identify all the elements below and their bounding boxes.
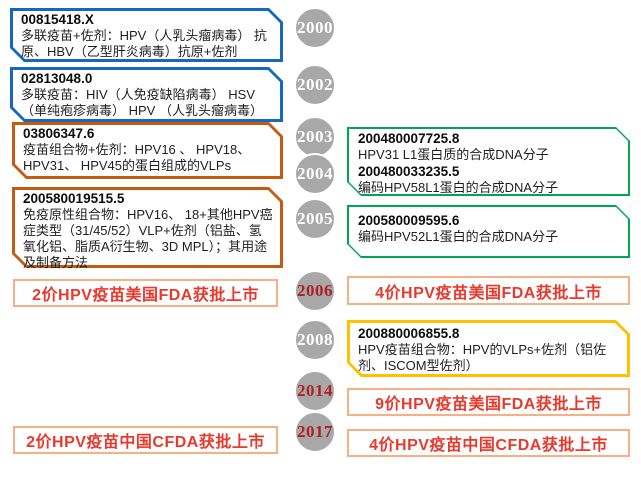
patent-description: 编码HPV58L1蛋白的合成DNA分子 bbox=[358, 180, 559, 195]
patent-number: 200480033235.5 bbox=[358, 164, 460, 179]
milestone-label: 2价HPV疫苗美国FDA获批上市 bbox=[32, 287, 259, 304]
patent-description: HPV疫苗组合物：HPV的VLPs+佐剂（铝佐剂、ISCOM型佐剂） bbox=[358, 342, 607, 373]
year-circle-2000: 2000 bbox=[294, 7, 336, 49]
milestone-2017-cfda-2valent: 2价HPV疫苗中国CFDA获批上市 bbox=[13, 426, 278, 454]
patent-box-fill bbox=[349, 207, 628, 256]
patent-number: 200580009595.6 bbox=[358, 213, 460, 228]
patent-description: 免疫原性组合物：HPV16、 18+其他HPV癌症类型（31/45/52）VLP… bbox=[23, 207, 273, 270]
patent-box-fill bbox=[13, 70, 280, 119]
patent-number: 00815418.X bbox=[21, 12, 94, 27]
patent-box-2003-left: 03806347.6 疫苗组合物+佐剂：HPV16 、 HPV18、HPV31、… bbox=[12, 122, 283, 179]
patent-box-fill bbox=[349, 129, 628, 194]
year-label: 2008 bbox=[297, 330, 333, 349]
patent-number: 200480007725.8 bbox=[358, 131, 460, 146]
patent-description: 多联疫苗：HIV（人免疫缺陷病毒） HSV（单纯疱疹病毒） HPV （人乳头瘤病… bbox=[21, 87, 263, 118]
milestone-2014-fda-9valent: 9价HPV疫苗美国FDA获批上市 bbox=[347, 388, 630, 416]
year-circle-2006: 2006 bbox=[294, 270, 336, 312]
patent-box-2005-left: 200580019515.5 免疫原性组合物：HPV16、 18+其他HPV癌症… bbox=[12, 187, 283, 270]
year-label: 2006 bbox=[297, 281, 333, 300]
year-label: 2004 bbox=[297, 164, 333, 183]
milestone-2017-cfda-4valent: 4价HPV疫苗中国CFDA获批上市 bbox=[347, 429, 630, 457]
patent-description: HPV31 L1蛋白质的合成DNA分子 bbox=[358, 147, 549, 162]
patent-box-2005-right: 200580009595.6 编码HPV52L1蛋白的合成DNA分子 bbox=[347, 205, 630, 258]
milestone-label: 4价HPV疫苗中国CFDA获批上市 bbox=[369, 437, 608, 454]
year-label: 2005 bbox=[297, 209, 333, 228]
year-label: 2017 bbox=[297, 422, 333, 441]
year-label: 2003 bbox=[297, 127, 333, 146]
patent-box-fill bbox=[15, 190, 280, 265]
year-label: 2014 bbox=[297, 381, 333, 400]
year-circle-2003: 2003 bbox=[294, 116, 336, 158]
patent-description: 编码HPV52L1蛋白的合成DNA分子 bbox=[358, 229, 559, 244]
patent-number: 200880006855.8 bbox=[358, 326, 460, 341]
year-label: 2002 bbox=[297, 75, 333, 94]
patent-box-2002-left: 02813048.0 多联疫苗：HIV（人免疫缺陷病毒） HSV（单纯疱疹病毒）… bbox=[10, 67, 283, 122]
milestone-2006-fda-2valent: 2价HPV疫苗美国FDA获批上市 bbox=[13, 279, 278, 307]
milestone-label: 2价HPV疫苗中国CFDA获批上市 bbox=[26, 434, 265, 451]
milestone-2006-fda-4valent: 4价HPV疫苗美国FDA获批上市 bbox=[347, 276, 630, 305]
patent-number: 200580019515.5 bbox=[23, 191, 125, 206]
patent-box-2000-left: 00815418.X 多联疫苗+佐剂：HPV（人乳头瘤病毒） 抗原、HBV（乙型… bbox=[10, 8, 283, 62]
year-circle-2002: 2002 bbox=[294, 64, 336, 106]
patent-box-fill bbox=[350, 323, 627, 374]
patent-description: 多联疫苗+佐剂：HPV（人乳头瘤病毒） 抗原、HBV（乙型肝炎病毒）抗原+佐剂 bbox=[21, 28, 267, 59]
patent-box-fill bbox=[15, 125, 280, 176]
year-circle-2014: 2014 bbox=[294, 370, 336, 412]
patent-number: 02813048.0 bbox=[21, 71, 93, 86]
year-label: 2000 bbox=[297, 18, 333, 37]
year-circle-2008: 2008 bbox=[294, 319, 336, 361]
patent-box-2004-right: 200480007725.8 HPV31 L1蛋白质的合成DNA分子 20048… bbox=[347, 127, 630, 196]
milestone-label: 4价HPV疫苗美国FDA获批上市 bbox=[375, 284, 602, 302]
patent-number: 03806347.6 bbox=[23, 126, 95, 141]
patent-box-2008-right: 200880006855.8 HPV疫苗组合物：HPV的VLPs+佐剂（铝佐剂、… bbox=[347, 320, 630, 377]
year-circle-2004: 2004 bbox=[294, 153, 336, 195]
year-circle-2005: 2005 bbox=[294, 198, 336, 240]
patent-box-fill bbox=[13, 11, 280, 59]
patent-description: 疫苗组合物+佐剂：HPV16 、 HPV18、HPV31、 HPV45的蛋白组成… bbox=[23, 142, 251, 173]
year-circle-2017: 2017 bbox=[294, 411, 336, 453]
milestone-label: 9价HPV疫苗美国FDA获批上市 bbox=[375, 396, 602, 413]
